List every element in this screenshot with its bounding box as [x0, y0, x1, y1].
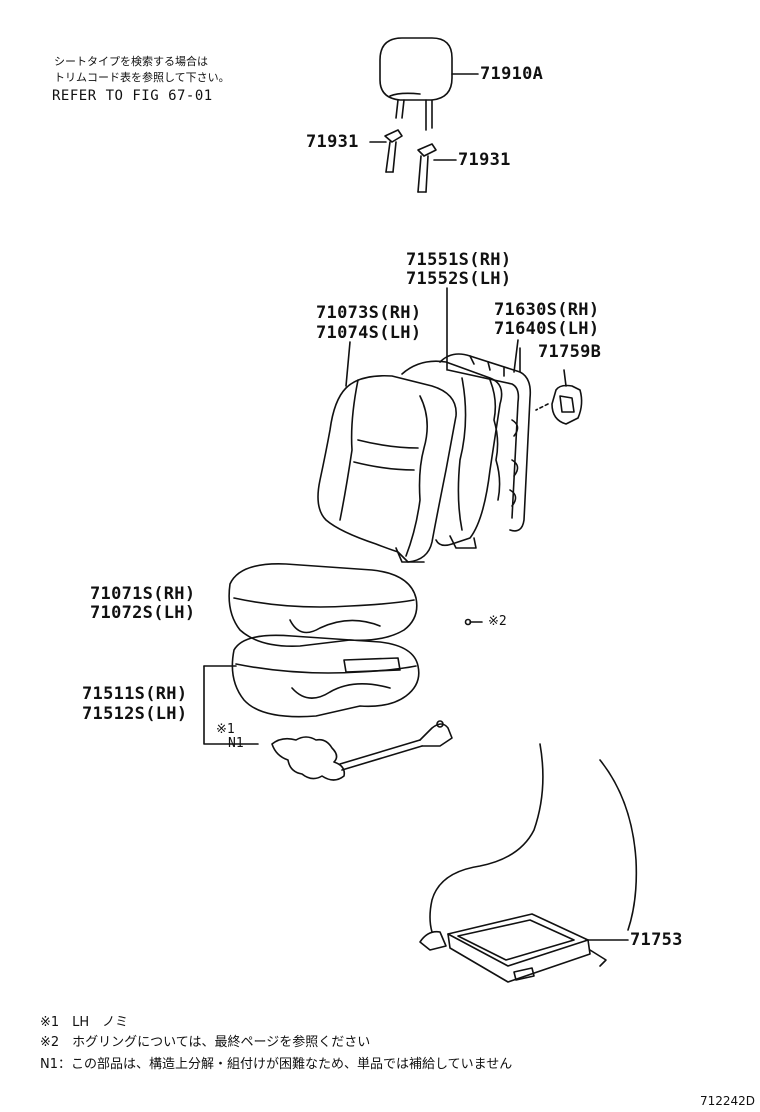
footnote-1: ※1 LH ノミ: [40, 1015, 129, 1030]
part-back-cover-rh[interactable]: 71073S(RH): [316, 303, 422, 323]
back-pad-drawing: [402, 361, 502, 548]
wire-harness-drawing: [272, 721, 452, 780]
footnote-3: N1：この部品は、構造上分解・組付けが困難なため、単品では補給していません: [40, 1057, 513, 1072]
back-frame-drawing: [440, 348, 530, 531]
part-cushion-cover-lh[interactable]: 71072S(LH): [90, 603, 196, 623]
part-back-frame-rh[interactable]: 71551S(RH): [406, 250, 512, 270]
part-support-right[interactable]: 71931: [458, 150, 511, 170]
figure-code: 712242D: [700, 1094, 756, 1108]
seat-base-drawing: [420, 744, 636, 982]
part-cushion-cover-rh[interactable]: 71071S(RH): [90, 584, 196, 604]
mark-1: ※1: [216, 722, 235, 737]
knob-drawing: [536, 370, 582, 424]
part-tray[interactable]: 71753: [630, 930, 683, 950]
part-support-left[interactable]: 71931: [306, 132, 359, 152]
hog-ring-mark: ※2: [488, 614, 507, 629]
part-cushion-pad-rh[interactable]: 71511S(RH): [82, 684, 188, 704]
part-knob[interactable]: 71759B: [538, 342, 602, 362]
cushion-pad-drawing: [232, 635, 418, 716]
headrest-supports-drawing: [370, 130, 456, 192]
part-cushion-pad-lh[interactable]: 71512S(LH): [82, 704, 188, 724]
part-back-pad-lh[interactable]: 71640S(LH): [494, 319, 600, 339]
refer-note: REFER TO FIG 67-01: [52, 88, 213, 104]
mark-n1[interactable]: N1: [228, 736, 244, 751]
trim-note-line2: トリムコード表を参照して下さい。: [54, 71, 230, 84]
leader-back-pad: [514, 340, 518, 372]
headrest-drawing: [380, 38, 478, 130]
footnote-2: ※2 ホグリングについては、最終ページを参照ください: [40, 1035, 371, 1050]
bracket-cushion: [204, 666, 258, 744]
part-back-pad-rh[interactable]: 71630S(RH): [494, 300, 600, 320]
part-back-frame-lh[interactable]: 71552S(LH): [406, 269, 512, 289]
part-back-cover-lh[interactable]: 71074S(LH): [316, 323, 422, 343]
leader-back-cover: [346, 342, 350, 386]
cushion-cover-drawing: [229, 564, 417, 646]
trim-note-line1: シートタイプを検索する場合は: [54, 55, 208, 68]
hog-ring-drawing: [466, 620, 483, 625]
back-cover-drawing: [318, 376, 456, 562]
part-headrest[interactable]: 71910A: [480, 64, 544, 84]
